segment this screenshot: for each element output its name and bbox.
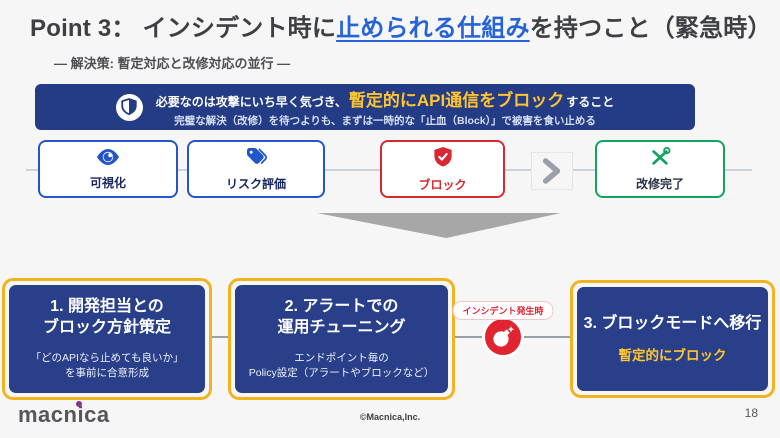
title-suffix: を持つこと（緊急時）	[529, 15, 772, 42]
roadmap-step-subtitle: エンドポイント毎の Policy設定（アラートやブロックなど）	[248, 351, 435, 379]
flow-step-block: ブロック	[380, 140, 505, 198]
roadmap-step-title: 3. ブロックモードへ移行	[583, 314, 762, 332]
roadmap-step-3: 3. ブロックモードへ移行 暫定的にブロック	[570, 280, 775, 398]
roadmap-step-3-body: 3. ブロックモードへ移行 暫定的にブロック	[577, 287, 768, 391]
logo-purple-dot	[76, 401, 82, 407]
eye-icon	[95, 148, 121, 171]
banner-line1-emphasis: 暫定的にAPI通信をブロック	[348, 91, 565, 110]
page-title: Point 3： インシデント時に止められる仕組みを持つこと（緊急時）	[30, 8, 772, 43]
flow-step-fix-complete: 改修完了	[595, 140, 725, 198]
roadmap-step-subtitle: 暫定的にブロック	[618, 348, 727, 364]
down-arrow	[317, 213, 561, 238]
banner-text: 必要なのは攻撃にいち早く気づき、 暫定的にAPI通信をブロック すること 完璧な…	[156, 86, 615, 128]
shield-check-icon	[433, 146, 453, 173]
flow-step-risk-assessment: リスク評価	[187, 140, 325, 198]
macnica-logo-text: macnica	[18, 402, 110, 427]
flow-step-label: リスク評価	[225, 176, 286, 191]
tools-icon	[649, 146, 671, 172]
page-number: 18	[744, 406, 758, 420]
roadmap-step-2-body: 2. アラートでの 運用チューニング エンドポイント毎の Policy設定（アラ…	[235, 285, 448, 393]
roadmap-step-title: 1. 開発担当との ブロック方針策定	[42, 297, 171, 336]
roadmap-step-1-body: 1. 開発担当との ブロック方針策定 「どのAPIなら止めても良いか」 を事前に…	[9, 285, 205, 393]
subtitle: ― 解決策: 暫定対応と改修対応の並行 ―	[54, 56, 291, 71]
banner-line2: 完璧な解決（改修）を待つよりも、まずは一時的な「止血（Block）」で被害を食い…	[174, 115, 596, 127]
banner-line1-post: すること	[566, 95, 615, 109]
flow-step-label: 可視化	[89, 175, 126, 190]
incident-badge: インシデント発生時	[452, 301, 554, 320]
roadmap-step-title: 2. アラートでの 運用チューニング	[277, 297, 406, 336]
flow-step-label: 改修完了	[635, 176, 684, 191]
tag-icon	[244, 147, 268, 172]
copyright-text: ©Macnica,Inc.	[359, 412, 421, 422]
roadmap-connector-line	[212, 336, 228, 338]
chevron-right-icon	[531, 152, 573, 190]
shield-icon	[115, 93, 143, 121]
roadmap-step-subtitle: 「どのAPIなら止めても良いか」 を事前に合意形成	[30, 351, 184, 379]
flow-step-label: ブロック	[418, 177, 467, 192]
macnica-logo: macnica	[18, 401, 110, 427]
key-message-banner: 必要なのは攻撃にいち早く気づき、 暫定的にAPI通信をブロック すること 完璧な…	[35, 84, 695, 130]
title-highlight-link[interactable]: 止められる仕組み	[336, 15, 530, 42]
roadmap-step-1: 1. 開発担当との ブロック方針策定 「どのAPIなら止めても良いか」 を事前に…	[2, 278, 212, 400]
banner-line1-pre: 必要なのは攻撃にいち早く気づき、	[155, 95, 347, 109]
banner-line1: 必要なのは攻撃にいち早く気づき、 暫定的にAPI通信をブロック すること	[156, 86, 615, 111]
roadmap-step-2: 2. アラートでの 運用チューニング エンドポイント毎の Policy設定（アラ…	[228, 278, 455, 400]
title-prefix: Point 3： インシデント時に	[30, 15, 337, 42]
flow-step-visualization: 可視化	[38, 140, 178, 198]
bomb-icon	[482, 316, 524, 358]
